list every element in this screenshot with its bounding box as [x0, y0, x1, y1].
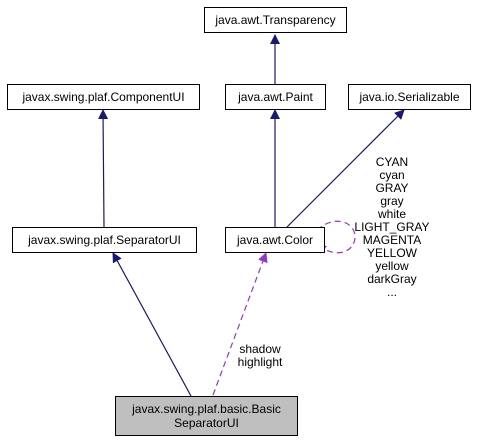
node-label-line2: SeparatorUI: [174, 416, 239, 430]
node-label: javax.swing.plaf.SeparatorUI: [28, 233, 181, 247]
edge-color-self: [316, 220, 356, 254]
edge-label-highlight: highlight: [237, 355, 283, 369]
edge-label-cyan-upper: CYAN: [375, 155, 409, 169]
edge-basic-separatorui: [112, 252, 192, 397]
node-label: java.io.Serializable: [359, 90, 460, 104]
node-javax-swing-plaf-basic-basicseparatorui[interactable]: javax.swing.plaf.basic.Basic SeparatorUI: [115, 396, 298, 436]
edge-label-magenta: MAGENTA: [362, 233, 422, 247]
node-javax-swing-plaf-componentui[interactable]: javax.swing.plaf.ComponentUI: [7, 84, 200, 110]
usage-edge-labels: shadow highlight: [228, 343, 292, 369]
edge-label-yellow: yellow: [375, 259, 409, 273]
edge-label-ellipsis: ...: [386, 285, 397, 299]
node-javax-swing-plaf-separatorui[interactable]: javax.swing.plaf.SeparatorUI: [12, 227, 197, 253]
edge-color-basic-usage: [212, 252, 268, 396]
node-label: java.awt.Paint: [238, 90, 313, 104]
node-java-awt-paint[interactable]: java.awt.Paint: [225, 84, 326, 110]
edge-label-white: white: [377, 207, 406, 221]
node-java-io-serializable[interactable]: java.io.Serializable: [348, 84, 471, 110]
node-label: java.awt.Color: [236, 233, 314, 247]
node-label-line1: javax.swing.plaf.basic.Basic: [132, 402, 281, 416]
edge-label-yellow-upper: YELLOW: [366, 246, 417, 260]
edge-label-darkgray: darkGray: [367, 272, 417, 286]
edge-color-serializable: [286, 109, 405, 228]
node-java-awt-color[interactable]: java.awt.Color: [225, 227, 325, 253]
edge-label-gray: gray: [380, 194, 404, 208]
node-label: java.awt.Transparency: [215, 13, 336, 27]
node-label: javax.swing.plaf.ComponentUI: [22, 90, 185, 104]
edge-label-shadow: shadow: [239, 342, 281, 356]
color-self-edge-labels: CYAN cyan GRAY gray white LIGHT_GRAY MAG…: [348, 156, 436, 299]
edge-label-light-gray: LIGHT_GRAY: [354, 220, 430, 234]
edge-label-gray-upper: GRAY: [375, 181, 409, 195]
edge-separatorui-componentui: [98, 109, 109, 228]
edge-label-cyan: cyan: [379, 168, 405, 182]
node-java-awt-transparency[interactable]: java.awt.Transparency: [204, 7, 347, 33]
